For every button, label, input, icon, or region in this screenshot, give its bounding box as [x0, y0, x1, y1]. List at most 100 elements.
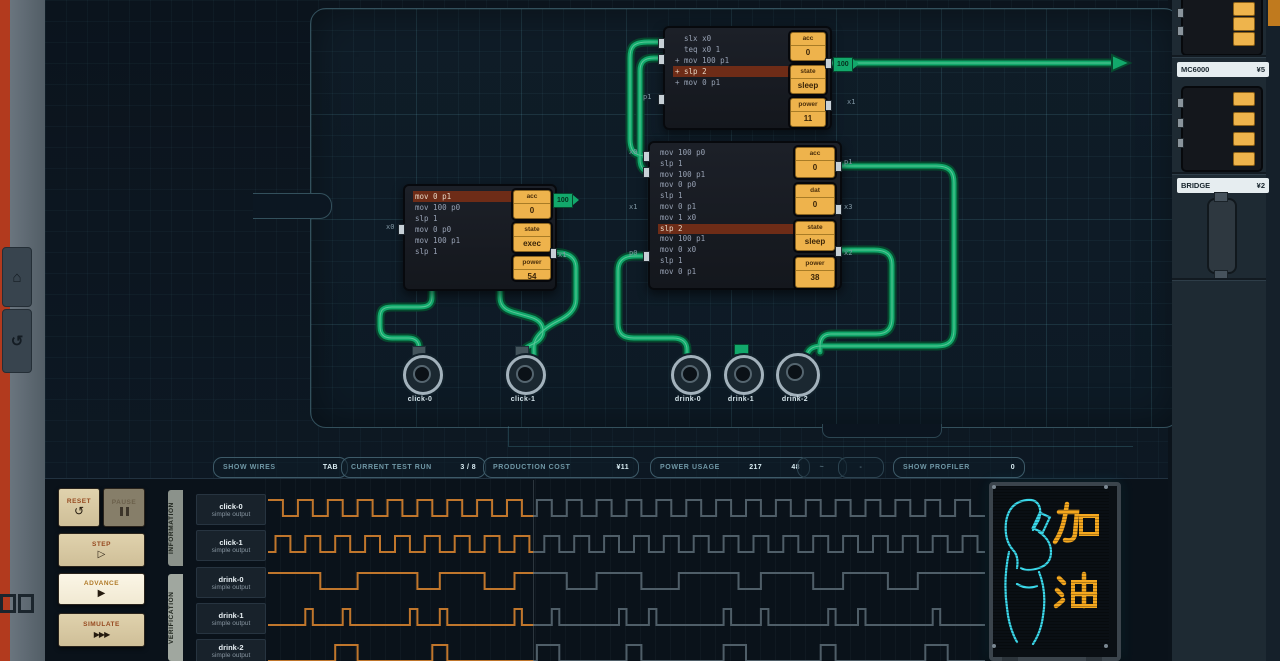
part-pin	[1233, 152, 1255, 166]
signal-name: drink-0	[218, 574, 244, 584]
mod-label: -	[859, 464, 863, 471]
logo-glyph	[0, 592, 36, 614]
current-test-run: CURRENT TEST RUN 3 / 8	[341, 457, 486, 478]
part-name: MC6000	[1181, 65, 1210, 74]
signal-type: simple output	[211, 510, 251, 518]
part-pin	[1177, 8, 1184, 18]
part-pin	[1233, 2, 1255, 16]
part-price: ¥2	[1256, 181, 1265, 190]
sidebar-divider	[1172, 172, 1266, 175]
step-button[interactable]: STEP ▷	[58, 533, 145, 567]
part-pin	[1177, 118, 1184, 128]
test-run-label: CURRENT TEST RUN	[351, 464, 432, 471]
chip-pin	[825, 58, 832, 69]
code-line: mov 100 p0	[660, 148, 706, 157]
board-edge-line	[508, 426, 509, 446]
part-label-mc6000[interactable]: MC6000 ¥5	[1177, 62, 1269, 77]
test-run-value: 3 / 8	[460, 464, 476, 471]
advance-button[interactable]: ADVANCE ▶	[58, 573, 145, 605]
part-name: BRIDGE	[1181, 181, 1211, 190]
chip-pin	[658, 38, 665, 49]
poster-foot	[1086, 657, 1102, 661]
pin-label: p1	[844, 158, 853, 166]
signal-label-drink-1: drink-1 simple output	[196, 603, 266, 634]
step-label: STEP	[92, 540, 111, 548]
code-line: slp 1	[415, 214, 438, 223]
reset-button[interactable]: RESET ↺	[58, 488, 100, 527]
pin-label: p1	[643, 93, 652, 101]
undo-button[interactable]: ↺	[2, 309, 32, 373]
show-wires-label: SHOW WIRES	[223, 464, 276, 471]
tab-verification[interactable]: VERIFICATION	[168, 574, 183, 661]
jiayou-poster: 加 油	[989, 482, 1121, 661]
part-pin	[1177, 26, 1184, 36]
waveform-drink-2	[268, 644, 985, 661]
code-line: mov 100 p1	[660, 234, 706, 244]
socket-drink-1	[724, 355, 764, 395]
code-line: mov 100 p1	[660, 169, 706, 179]
chip-pin	[825, 100, 832, 111]
home-button[interactable]: ⌂	[2, 247, 32, 307]
code-line: slp 1	[660, 191, 683, 201]
show-profiler-toggle[interactable]: SHOW PROFILER 0	[893, 457, 1025, 478]
part-pin	[1177, 98, 1184, 108]
chip-mc4000-top[interactable]: slx x0 teq x0 1+ mov 100 p1+ slp 2+ mov …	[663, 26, 832, 130]
part-pin	[1233, 32, 1255, 46]
board-notch	[253, 193, 332, 219]
simulate-button[interactable]: SIMULATE ▶▶▶	[58, 613, 145, 647]
circuit-editor-panel	[45, 0, 1180, 478]
chip-pin	[658, 54, 665, 65]
poster-foot	[1002, 657, 1018, 661]
code-line: + mov 100 p1	[675, 56, 730, 65]
code-line: mov 1 x0	[660, 212, 697, 222]
code-line: slp 1	[660, 255, 683, 265]
part-pin	[1233, 112, 1255, 126]
signal-name: drink-2	[218, 643, 244, 652]
power-usage-mod-1[interactable]: ~	[797, 457, 847, 478]
part-label-bridge[interactable]: BRIDGE ¥2	[1177, 178, 1269, 193]
code-line: slp 1	[660, 158, 683, 168]
production-cost-value: ¥11	[616, 464, 629, 471]
chip-code: slx x0 teq x0 1+ mov 100 p1+ slp 2+ mov …	[665, 28, 790, 128]
pause-button[interactable]: PAUSE	[103, 488, 145, 527]
pin-label: x0	[629, 148, 638, 156]
signal-type: simple output	[211, 619, 251, 627]
power-usage-mod-2[interactable]: -	[838, 457, 884, 478]
part-pin	[1233, 92, 1255, 106]
advance-label: ADVANCE	[83, 579, 120, 587]
wire-value-tag: 100	[833, 57, 859, 72]
signal-type: simple output	[211, 583, 251, 591]
sidebar-divider	[1172, 55, 1266, 58]
show-wires-key: TAB	[322, 464, 338, 471]
tab-information[interactable]: INFORMATION	[168, 490, 183, 566]
advance-icon: ▶	[97, 587, 106, 599]
waveform-click-0	[268, 499, 985, 517]
corner-accent	[1268, 0, 1280, 26]
poster-scanlines	[993, 486, 1109, 649]
part-thumb-bridge[interactable]	[1207, 192, 1237, 280]
signal-name: click-0	[219, 501, 243, 511]
sidebar-edge	[1266, 0, 1280, 661]
pin-label: x2	[844, 249, 853, 257]
board-tab	[822, 424, 942, 438]
socket-label: click-0	[407, 396, 433, 403]
waveform-click-1	[268, 535, 985, 553]
power-usage-label: POWER USAGE	[660, 464, 720, 471]
chip-pin	[550, 248, 557, 259]
show-wires-toggle[interactable]: SHOW WIRES TAB	[213, 457, 348, 478]
power-usage-average: 48	[791, 464, 800, 471]
tab-verification-label: VERIFICATION	[168, 591, 175, 644]
screw-icon	[992, 644, 996, 648]
signal-type: simple output	[211, 546, 251, 554]
